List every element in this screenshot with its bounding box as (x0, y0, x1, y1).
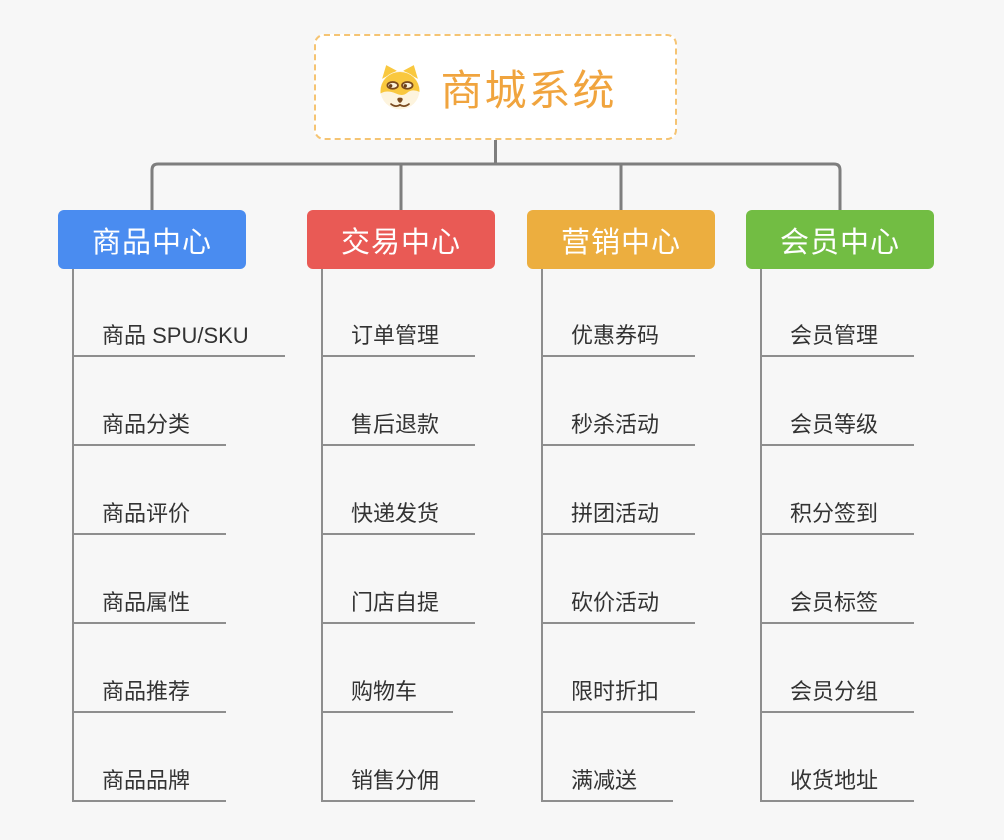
branch-header[interactable]: 商品中心 (58, 210, 246, 269)
branch-trade-center: 交易中心 订单管理售后退款快递发货门店自提购物车销售分佣 (307, 210, 495, 802)
topic-node[interactable]: 积分签到 (760, 500, 915, 535)
branch-label: 会员中心 (779, 226, 900, 259)
topic-node[interactable]: 拼团活动 (541, 500, 696, 535)
topic-node[interactable]: 门店自提 (321, 589, 476, 624)
branch-trunk-line (760, 269, 762, 802)
topic-node[interactable]: 订单管理 (321, 322, 476, 357)
topic-node[interactable]: 售后退款 (321, 411, 476, 446)
branch-product-center: 商品中心 商品 SPU/SKU 商品分类商品评价商品属性商品推荐商品品牌 (58, 210, 285, 802)
branch-column: 优惠券码秒杀活动拼团活动砍价活动限时折扣满减送 (541, 269, 801, 809)
topic-node[interactable]: 会员管理 (760, 322, 915, 357)
topic-node[interactable]: 会员等级 (760, 411, 915, 446)
root-node[interactable]: 商城系统 (314, 34, 677, 140)
spine-line (150, 162, 842, 210)
branch-column: 订单管理售后退款快递发货门店自提购物车销售分佣 (321, 269, 581, 809)
topic-node[interactable]: 商品属性 (72, 589, 227, 624)
topic-node[interactable]: 快递发货 (321, 500, 476, 535)
branch-header[interactable]: 营销中心 (527, 210, 715, 269)
topic-node[interactable]: 商品品牌 (72, 767, 227, 802)
branch-marketing-center: 营销中心 优惠券码秒杀活动拼团活动砍价活动限时折扣满减送 (527, 210, 715, 802)
branch-trunk-line (321, 269, 323, 802)
topic-node[interactable]: 购物车 (321, 678, 454, 713)
branch-label: 营销中心 (560, 226, 681, 259)
topic-node[interactable]: 销售分佣 (321, 767, 476, 802)
doge-icon (380, 65, 420, 110)
branch-header[interactable]: 交易中心 (307, 210, 495, 269)
topic-node[interactable]: 满减送 (541, 767, 674, 802)
topic-node[interactable]: 优惠券码 (541, 322, 696, 357)
topic-node[interactable]: 会员分组 (760, 678, 915, 713)
branch-column: 会员管理会员等级积分签到会员标签会员分组收货地址 (760, 269, 1004, 809)
topic-node[interactable]: 商品评价 (72, 500, 227, 535)
branch-label: 商品中心 (91, 226, 212, 259)
topic-node[interactable]: 商品分类 (72, 411, 227, 446)
branch-header[interactable]: 会员中心 (746, 210, 934, 269)
topic-node[interactable]: 砍价活动 (541, 589, 696, 624)
topic-node[interactable]: 会员标签 (760, 589, 915, 624)
branch-trunk-line (541, 269, 543, 802)
topic-node[interactable]: 秒杀活动 (541, 411, 696, 446)
branch-trunk-line (72, 269, 74, 802)
topic-node[interactable]: 商品 SPU/SKU (72, 322, 285, 357)
topic-node[interactable]: 商品推荐 (72, 678, 227, 713)
branch-label: 交易中心 (340, 226, 461, 259)
branch-column: 商品 SPU/SKU 商品分类商品评价商品属性商品推荐商品品牌 (72, 269, 332, 809)
topic-node[interactable]: 限时折扣 (541, 678, 696, 713)
topic-node[interactable]: 收货地址 (760, 767, 915, 802)
root-title: 商城系统 (440, 66, 617, 114)
branch-member-center: 会员中心 会员管理会员等级积分签到会员标签会员分组收货地址 (746, 210, 934, 802)
